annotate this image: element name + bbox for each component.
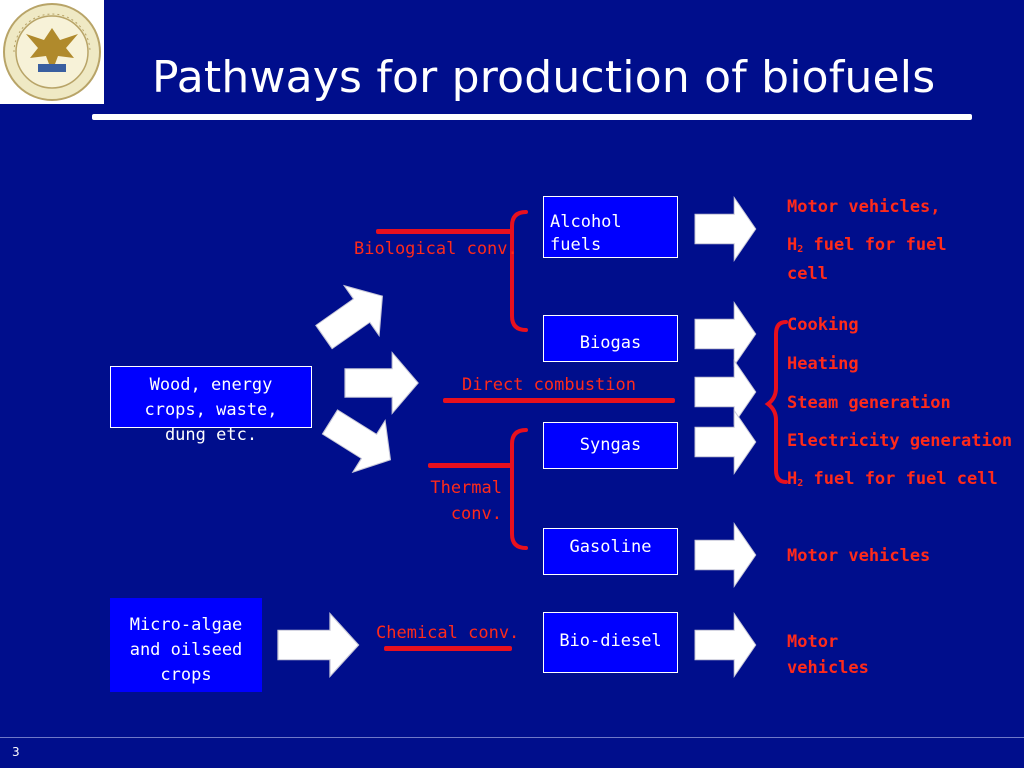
arrow-biogas-use: [694, 302, 757, 366]
uses-curly-brace: [764, 320, 788, 484]
chemical-line: [384, 646, 512, 651]
fuel-biodiesel-box: Bio-diesel: [543, 612, 678, 673]
h2-symbol: H: [787, 235, 798, 255]
use-motor-vehicles-gasoline: Motor vehicles: [787, 546, 931, 566]
chemical-conv-label: Chemical conv.: [376, 623, 520, 643]
biological-conv-label: Biological conv.: [354, 239, 518, 259]
fuel-biogas-box: Biogas: [543, 315, 678, 362]
arrow-alcohol-use: [694, 197, 757, 261]
biological-line: [376, 229, 512, 234]
arrow-to-biological: [306, 270, 401, 363]
direct-line: [443, 398, 675, 403]
h2-symbol-2: H: [787, 469, 798, 489]
fuel-alcohol-label: Alcohol fuels: [550, 212, 622, 255]
use-electricity: Electricity generation: [787, 431, 1013, 451]
use-h2-fuel-cell-2: H2 fuel for fuel cell: [787, 466, 998, 495]
h2-suffix-2: fuel for fuel cell: [803, 469, 998, 489]
h2-subscript: 2: [797, 244, 804, 255]
h2-subscript-2: 2: [797, 478, 804, 489]
university-seal-logo: [3, 3, 101, 101]
arrow-biodiesel-use: [694, 613, 757, 677]
direct-combustion-label: Direct combustion: [462, 375, 636, 395]
feedstock-wood-label: Wood, energy crops, waste, dung etc.: [144, 375, 278, 445]
fuel-syngas-box: Syngas: [543, 422, 678, 469]
use-motor-vehicles-1: Motor vehicles,: [787, 197, 941, 217]
arrow-to-chemical: [277, 612, 360, 678]
logo-area: [0, 0, 104, 104]
feedstock-algae-label: Micro-algae and oilseed crops: [129, 615, 243, 685]
biological-bracket: [510, 210, 528, 332]
use-h2-fuel-cell-1: H2 fuel for fuel cell: [787, 232, 957, 287]
slide-title: Pathways for production of biofuels: [152, 52, 936, 103]
arrow-gasoline-use: [694, 523, 757, 587]
use-heating: Heating: [787, 354, 859, 374]
arrow-syngas-use: [694, 410, 757, 474]
fuel-syngas-label: Syngas: [579, 435, 642, 455]
feedstock-wood-box: Wood, energy crops, waste, dung etc.: [110, 366, 312, 445]
title-underline: [92, 114, 972, 120]
fuel-alcohol-box: Alcohol fuels: [543, 196, 678, 258]
use-motor-vehicles-biodiesel: Motor vehicles: [787, 632, 869, 678]
use-cooking: Cooking: [787, 315, 859, 335]
h2-suffix: fuel for fuel cell: [787, 235, 947, 284]
arrow-to-direct: [344, 352, 419, 414]
page-number: 3: [12, 745, 20, 759]
feedstock-algae-box: Micro-algae and oilseed crops: [110, 598, 262, 692]
use-steam: Steam generation: [787, 393, 951, 413]
fuel-biogas-label: Biogas: [579, 333, 642, 353]
fuel-gasoline-label: Gasoline: [569, 537, 652, 557]
arrow-direct-use: [694, 360, 757, 424]
thermal-conv-label: Thermal conv.: [430, 478, 502, 524]
footer-divider: [0, 737, 1024, 738]
thermal-bracket: [510, 428, 528, 550]
fuel-gasoline-box: Gasoline: [543, 528, 678, 575]
thermal-line: [428, 463, 512, 468]
fuel-biodiesel-label: Bio-diesel: [559, 631, 662, 651]
